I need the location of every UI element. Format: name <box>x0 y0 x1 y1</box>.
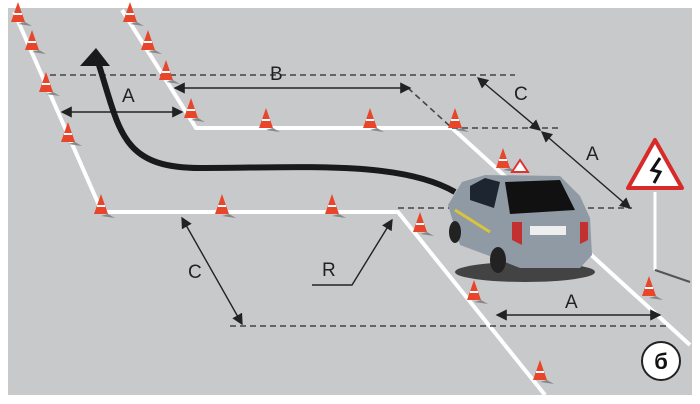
cone-icon <box>184 98 205 122</box>
dimension-arrows <box>60 77 662 326</box>
cone-icon <box>39 72 60 96</box>
cone-icon <box>159 60 180 84</box>
cone-icon <box>25 30 46 54</box>
double-bend-warning-sign-icon <box>626 138 691 283</box>
traffic-cones <box>11 2 663 384</box>
cone-icon <box>141 30 162 54</box>
trajectory-arrowhead-icon <box>80 48 110 66</box>
label-a-bottom: A <box>565 292 578 313</box>
cone-icon <box>123 2 144 26</box>
label-c-right: C <box>514 84 528 105</box>
cone-icon <box>61 122 82 146</box>
trajectory-path <box>95 61 457 195</box>
cone-icon <box>533 360 554 384</box>
cone-icon <box>94 194 115 218</box>
label-r-curve: R <box>322 260 336 281</box>
cone-icon <box>325 194 346 218</box>
figure-badge: б <box>641 341 681 381</box>
car-icon <box>448 158 595 282</box>
road-surface <box>8 8 692 395</box>
outer-lane-line <box>12 11 547 397</box>
label-c-left: C <box>188 262 202 283</box>
figure-badge-letter: б <box>654 349 668 374</box>
cone-icon <box>215 194 236 218</box>
cone-icon <box>448 108 469 132</box>
cone-icon <box>11 2 32 26</box>
cone-icon <box>642 276 663 300</box>
cone-icon <box>467 280 488 304</box>
label-b-top: B <box>270 64 283 85</box>
cone-icon <box>363 108 384 132</box>
cone-icon <box>259 108 280 132</box>
label-a-top: A <box>122 86 135 107</box>
label-a-right: A <box>586 144 599 165</box>
cone-icon <box>413 212 434 236</box>
